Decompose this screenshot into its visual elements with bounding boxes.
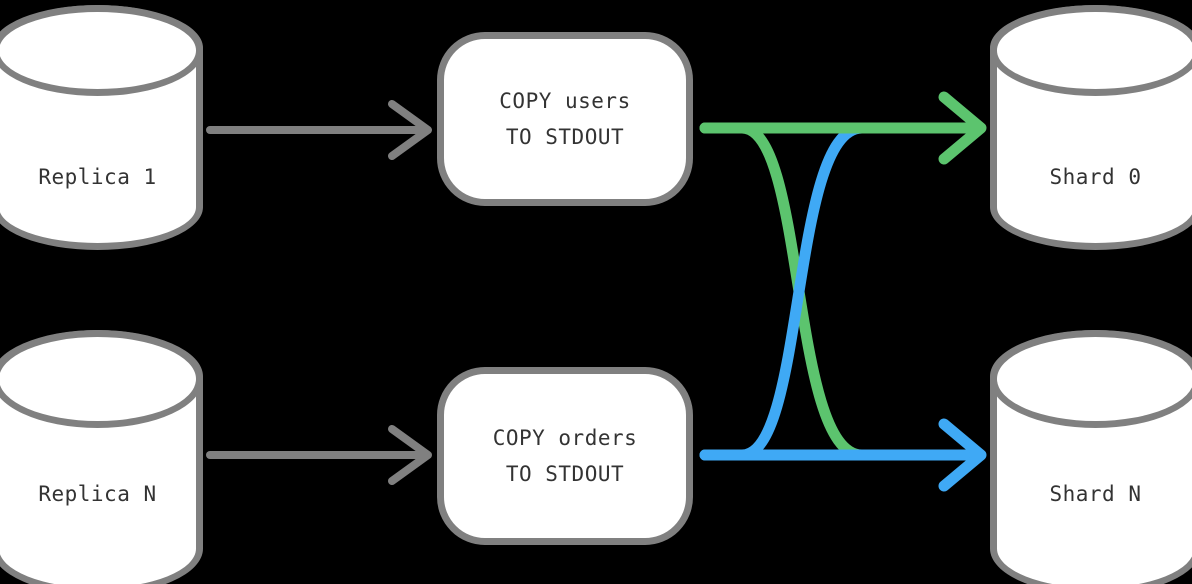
node-shard-0[interactable]: Shard 0: [990, 5, 1192, 250]
node-label-replica-1: Replica 1: [38, 165, 157, 189]
cylinder-lid: [990, 5, 1192, 96]
cylinder-lid: [990, 330, 1192, 429]
node-shard-n[interactable]: Shard N: [990, 330, 1192, 584]
node-label-shard-0: Shard 0: [1049, 165, 1142, 189]
node-label-shard-n: Shard N: [1049, 482, 1142, 506]
copy-orders-line-2: TO STDOUT: [505, 462, 625, 486]
node-copy-users[interactable]: COPY users TO STDOUT: [437, 32, 693, 206]
arrow-replican-to-copy-orders: [206, 425, 432, 485]
edge-users-to-shardn: [699, 122, 981, 461]
edge-users-to-shard0: [699, 91, 987, 165]
copy-users-line-2: TO STDOUT: [505, 125, 625, 149]
cylinder-lid: [0, 5, 203, 96]
node-copy-orders[interactable]: COPY orders TO STDOUT: [437, 367, 693, 545]
copy-users-line-1: COPY users: [499, 89, 631, 113]
node-replica-1[interactable]: Replica 1: [0, 5, 203, 250]
edge-orders-to-shard0: [699, 122, 981, 461]
arrow-replica1-to-copy-users: [206, 100, 432, 160]
copy-orders-line-1: COPY orders: [492, 426, 638, 450]
edge-orders-to-shardn: [699, 418, 987, 492]
node-label-replica-n: Replica N: [38, 482, 157, 506]
node-replica-n[interactable]: Replica N: [0, 330, 203, 584]
cylinder-lid: [0, 330, 203, 429]
